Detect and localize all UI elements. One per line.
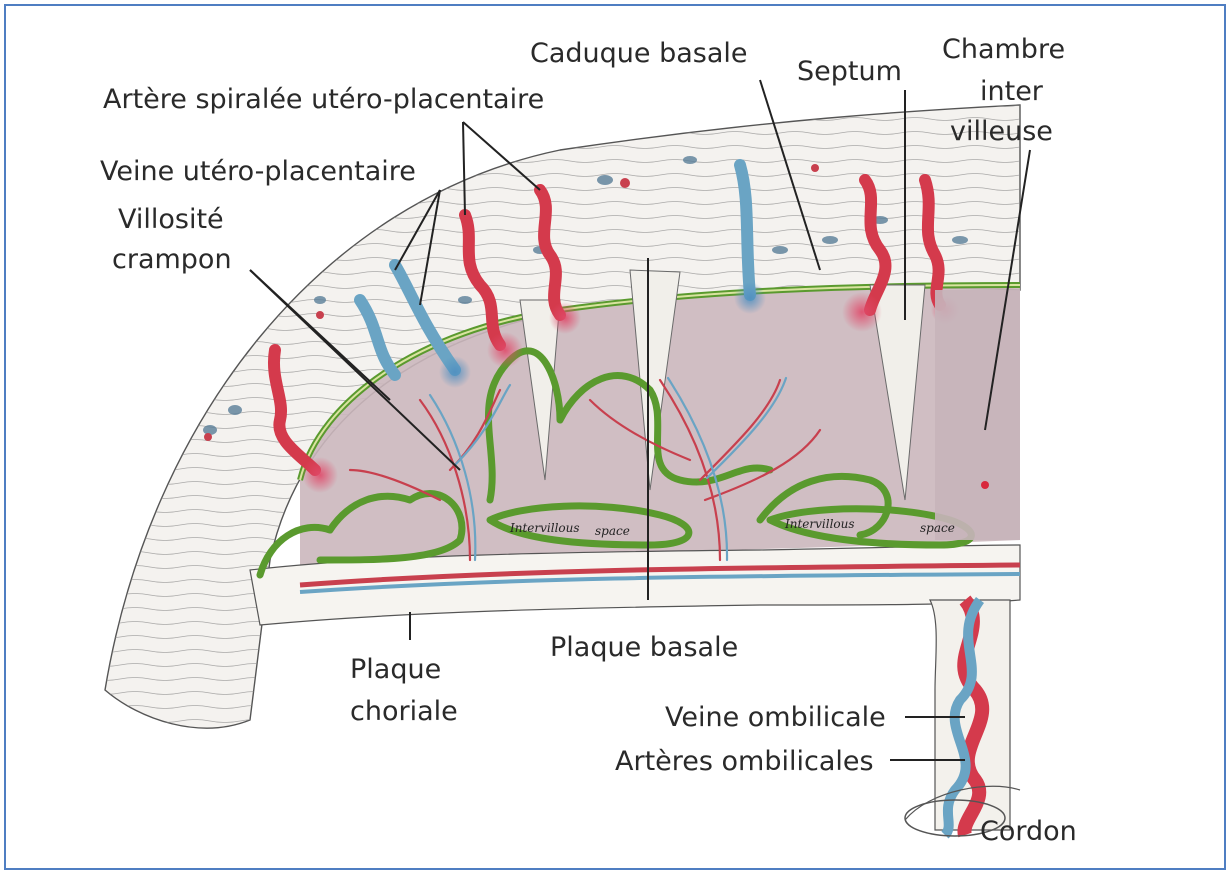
chamber-right [935,290,1020,540]
label-chambre-3: villeuse [950,116,1053,147]
label-chambre-1: Chambre [942,34,1065,65]
label-cordon: Cordon [980,816,1077,847]
label-plaque-basale: Plaque basale [550,632,738,663]
intervillous-left-2: space [595,524,630,538]
intervillous-right-2: space [920,521,955,535]
label-arteres-ombilicales: Artères ombilicales [615,746,874,777]
label-villosite-2: crampon [112,244,232,275]
chamber-dot [981,481,989,489]
label-chambre-2: inter [980,76,1044,107]
label-villosite-1: Villosité [118,204,224,235]
label-septum: Septum [797,56,902,87]
intervillous-left-1: Intervillous [509,521,580,535]
label-plaque-choriale-2: choriale [350,696,458,727]
label-caduque-basale: Caduque basale [530,38,748,69]
label-artere-spiralee: Artère spiralée utéro-placentaire [103,84,544,115]
label-veine-utero: Veine utéro-placentaire [100,156,416,187]
label-plaque-choriale-1: Plaque [350,654,441,685]
label-veine-ombilicale: Veine ombilicale [665,702,886,733]
intervillous-right-1: Intervillous [784,517,855,531]
